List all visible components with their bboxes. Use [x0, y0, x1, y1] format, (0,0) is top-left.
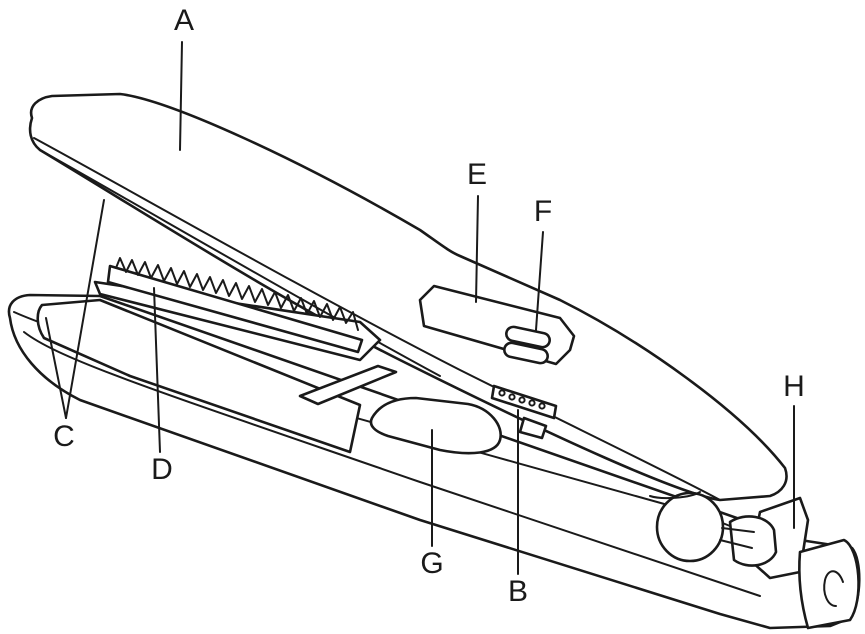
leader-d: [153, 287, 161, 453]
leader-lines: [45, 41, 795, 575]
label-h: H: [783, 370, 805, 403]
plate-bridge: [298, 364, 398, 406]
control-button: [503, 325, 551, 365]
label-a: A: [173, 4, 195, 37]
cord-cap: [797, 538, 860, 630]
label-d: D: [151, 453, 173, 486]
leader-a: [179, 41, 183, 151]
upper-arm: [28, 92, 788, 502]
label-g: G: [420, 547, 444, 580]
label-e: E: [466, 158, 488, 191]
heating-plates: [36, 280, 382, 454]
temperature-indicators: [490, 384, 558, 440]
lower-pad: [369, 396, 502, 455]
label-f: F: [533, 195, 553, 228]
leader-f: [535, 231, 544, 331]
leader-c-2: [45, 317, 67, 419]
label-b: B: [507, 575, 529, 608]
leader-e: [475, 195, 479, 303]
leader-c-1: [65, 199, 105, 419]
label-c: C: [53, 420, 75, 453]
comb-teeth: [106, 257, 364, 354]
